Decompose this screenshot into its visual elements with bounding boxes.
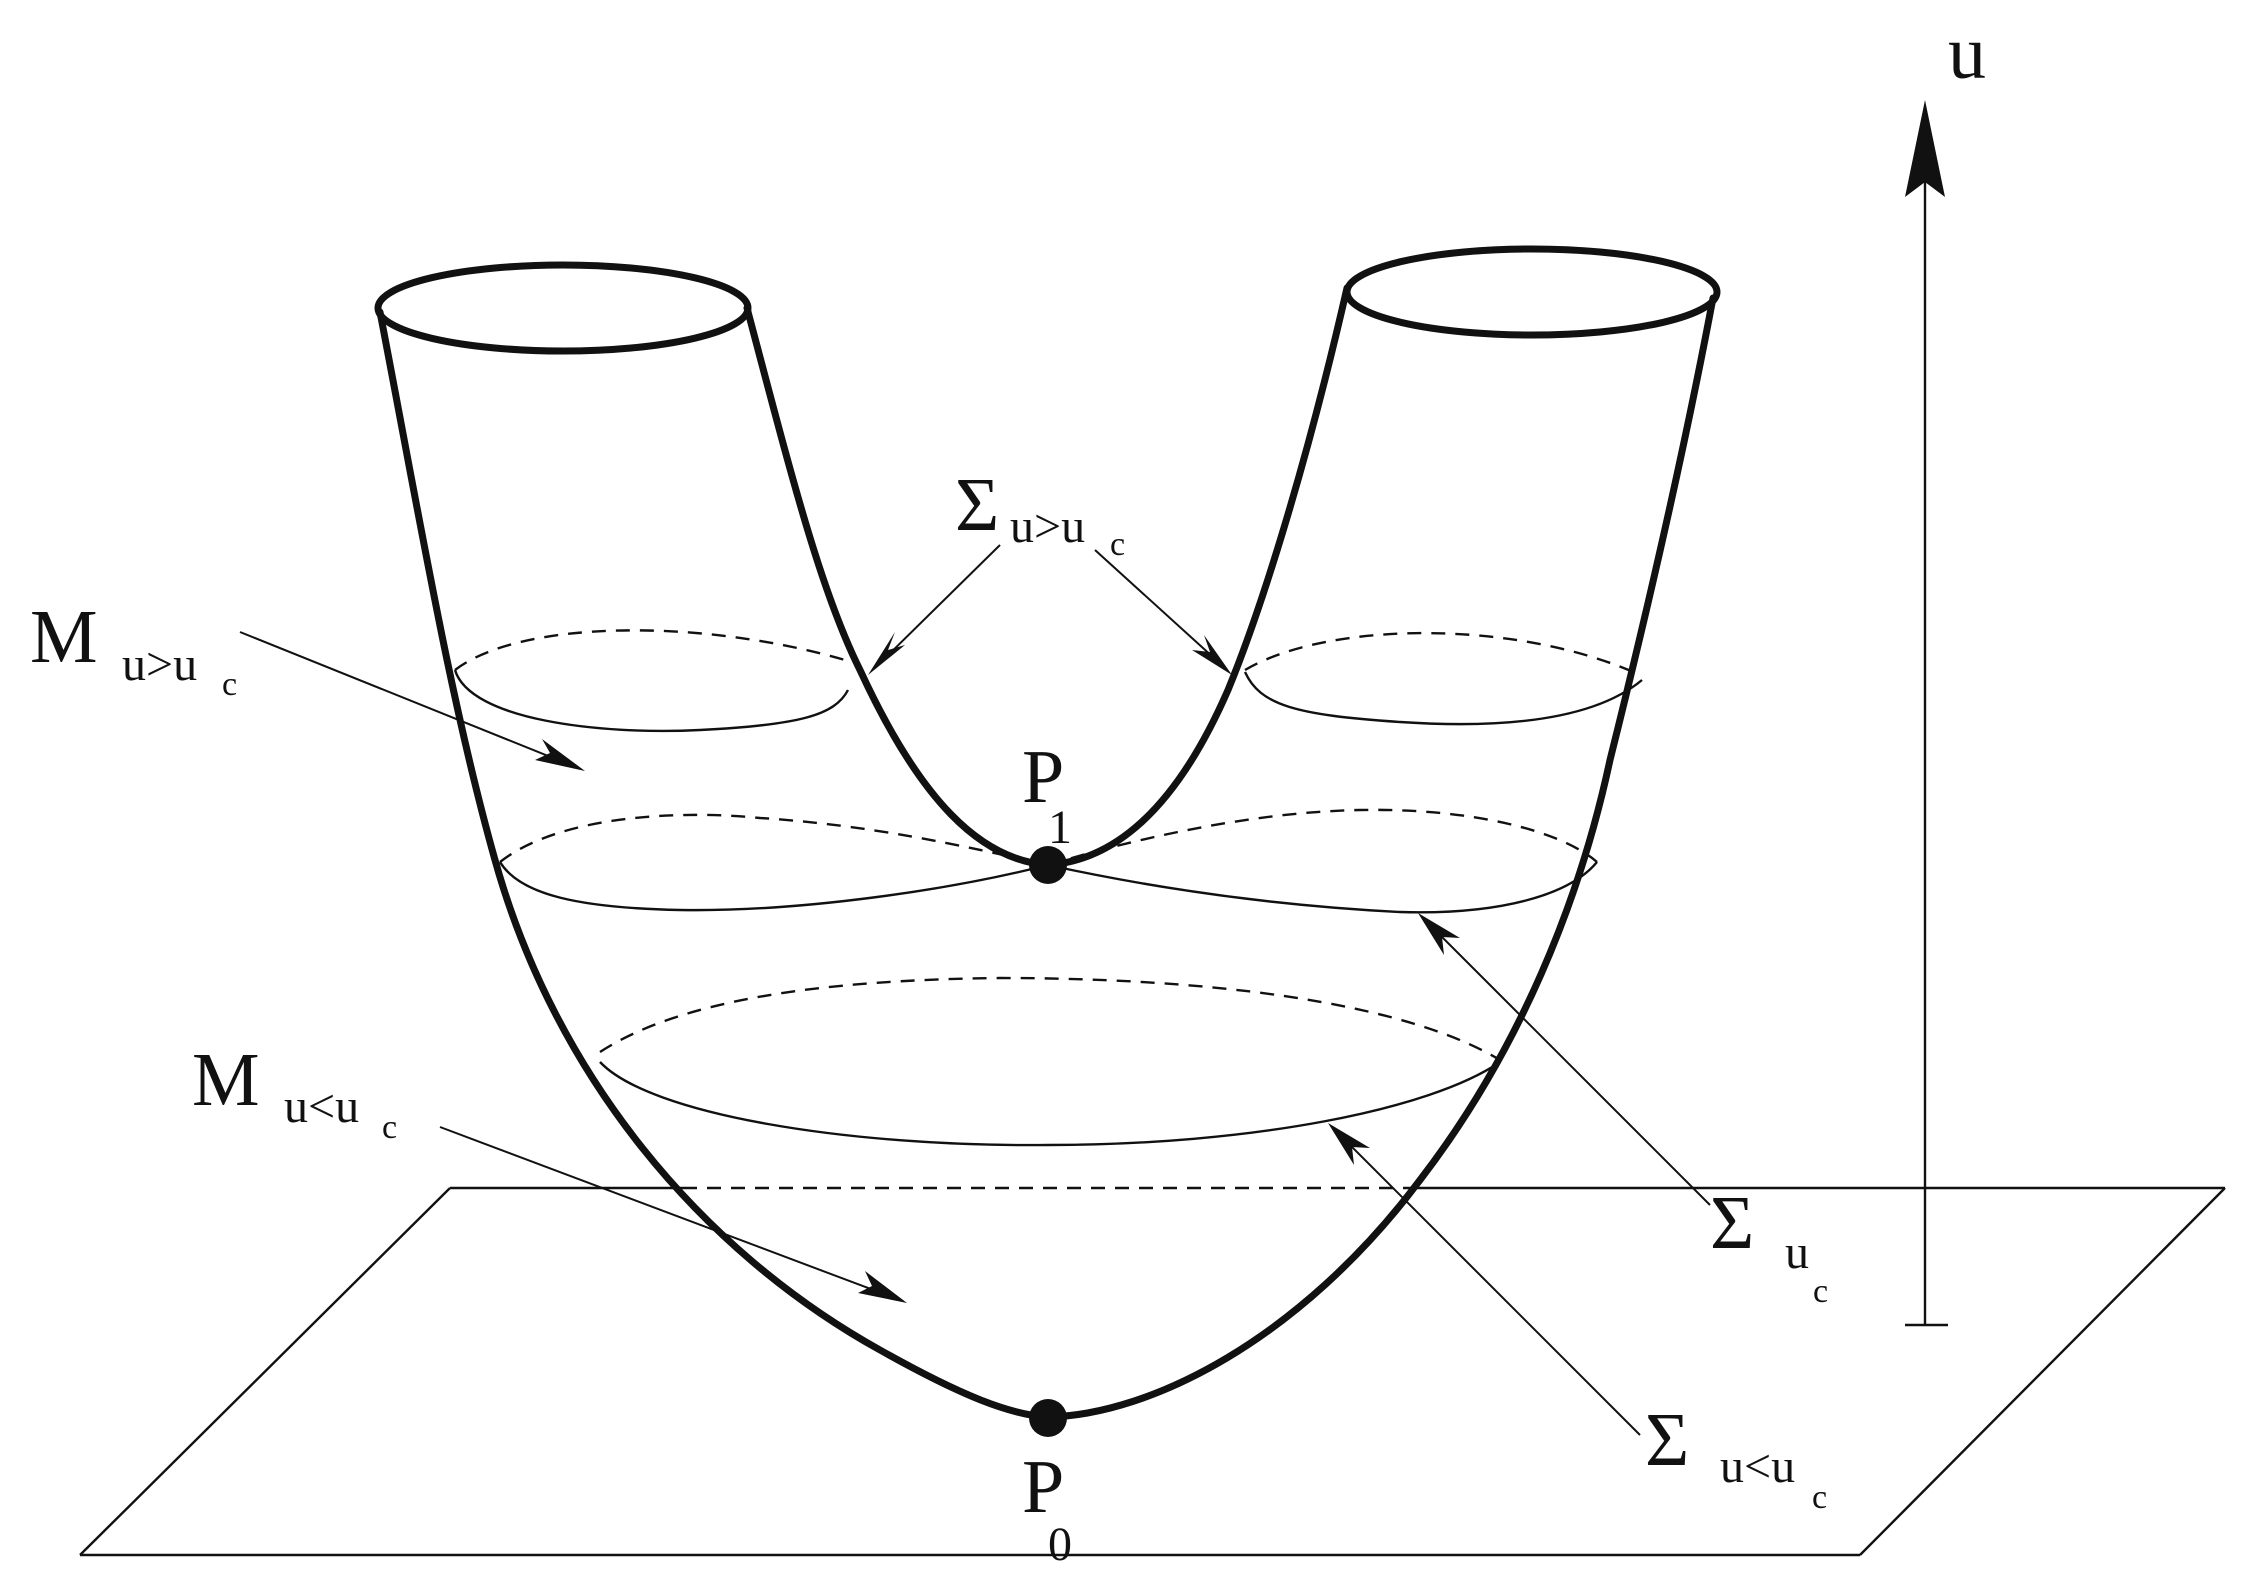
sigma-crit-arrow-line — [1424, 919, 1711, 1206]
lower-level-back — [599, 976, 1501, 1062]
svg-text:P: P — [1022, 735, 1064, 819]
p1-point — [1029, 846, 1067, 884]
svg-text:u: u — [1785, 1226, 1809, 1279]
u-axis — [1905, 100, 1948, 1327]
svg-text:u<u: u<u — [284, 1080, 359, 1133]
p1-label: P 1 — [1022, 735, 1072, 854]
svg-text:u>u: u>u — [122, 638, 197, 691]
svg-text:0: 0 — [1048, 1518, 1072, 1571]
critical-level-back-right — [1047, 808, 1598, 867]
m-below-label: M u<u c — [192, 1038, 397, 1146]
right-tube-rim — [1343, 245, 1721, 339]
svg-text:u<u: u<u — [1720, 1440, 1795, 1493]
left-tube-rim — [374, 261, 752, 355]
sigma-above-arrow-left-line — [874, 544, 1001, 669]
svg-text:c: c — [1110, 526, 1125, 563]
sigma-crit-label: Σ u c — [1710, 1181, 1828, 1310]
lower-level-front — [599, 1061, 1501, 1147]
svg-text:1: 1 — [1048, 801, 1072, 854]
svg-text:Σ: Σ — [955, 463, 999, 547]
svg-text:c: c — [382, 1109, 397, 1146]
svg-text:Σ: Σ — [1710, 1181, 1754, 1265]
sigma-below-arrow-line — [1334, 1129, 1641, 1436]
u-axis-arrowhead — [1905, 100, 1945, 197]
m-below-arrow-line — [439, 1126, 901, 1301]
upper-left-level-front — [453, 669, 850, 733]
critical-level-back-left — [499, 813, 1049, 867]
sigma-above-arrow-right-line — [1094, 549, 1226, 669]
svg-text:c: c — [1813, 1273, 1828, 1310]
m-below-arrow-head — [858, 1271, 907, 1303]
svg-text:M: M — [192, 1038, 260, 1122]
svg-text:c: c — [1812, 1479, 1827, 1516]
annotation-arrows — [239, 544, 1711, 1436]
upper-right-level-front — [1243, 671, 1643, 726]
critical-level-front-right — [1047, 861, 1598, 914]
sigma-above-label: Σ u>u c — [955, 463, 1125, 563]
svg-text:P: P — [1022, 1445, 1064, 1529]
sigma-crit-arrow-head — [1418, 913, 1460, 955]
critical-level-front-left — [498, 861, 1049, 912]
upper-left-level-back — [454, 629, 846, 671]
svg-text:M: M — [30, 595, 98, 679]
m-above-label: M u>u c — [30, 595, 237, 703]
sigma-above-arrow-left-head — [868, 632, 905, 675]
upper-right-level-back — [1244, 631, 1641, 677]
m-above-arrow-head — [535, 739, 585, 771]
u-axis-label: u — [1948, 11, 1986, 95]
m-above-arrow-line — [239, 631, 579, 769]
level-sets — [453, 629, 1643, 1147]
svg-text:Σ: Σ — [1645, 1398, 1689, 1482]
sigma-below-label: Σ u<u c — [1645, 1398, 1827, 1516]
base-plane — [79, 1186, 2226, 1557]
svg-text:c: c — [222, 666, 237, 703]
svg-text:u>u: u>u — [1010, 500, 1085, 553]
sigma-below-arrow-head — [1328, 1123, 1370, 1165]
p0-label: P 0 — [1022, 1445, 1072, 1571]
sigma-above-arrow-right-head — [1192, 635, 1232, 675]
p0-point — [1029, 1399, 1067, 1437]
